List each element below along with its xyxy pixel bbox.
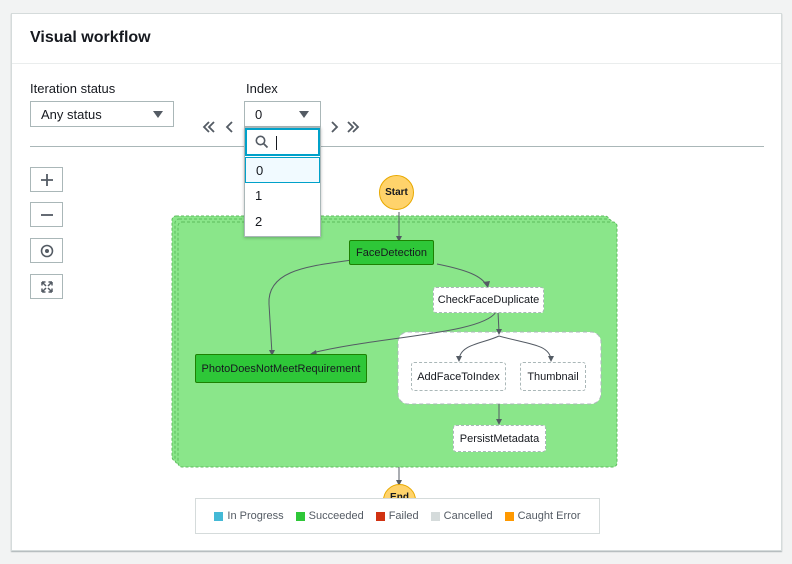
divider: [30, 146, 764, 147]
iteration-status-select[interactable]: Any status: [30, 101, 174, 127]
iteration-status-label: Iteration status: [30, 81, 116, 96]
chevron-left-icon: [225, 121, 233, 133]
visual-workflow-panel: Visual workflow Iteration status Any sta…: [11, 13, 782, 551]
center-view-button[interactable]: [30, 238, 63, 263]
caret-down-icon: [153, 111, 163, 118]
expand-icon: [40, 280, 53, 293]
legend-swatch: [430, 511, 440, 521]
zoom-out-button[interactable]: [30, 202, 63, 227]
state-thumbnail[interactable]: Thumbnail: [520, 362, 586, 391]
legend-label: Succeeded: [308, 510, 364, 522]
state-check-face-duplicate[interactable]: CheckFaceDuplicate: [433, 287, 544, 313]
legend-item-succeeded: Succeeded: [295, 510, 364, 522]
previous-iteration-button[interactable]: [223, 117, 237, 137]
legend-item-cancelled: Cancelled: [430, 510, 493, 522]
fit-view-button[interactable]: [30, 274, 63, 299]
first-iteration-button[interactable]: [201, 117, 217, 137]
index-select[interactable]: 0: [244, 101, 321, 127]
panel-header: Visual workflow: [12, 14, 781, 64]
legend-item-failed: Failed: [375, 510, 419, 522]
legend-swatch: [295, 511, 305, 521]
iteration-status-value: Any status: [41, 107, 102, 122]
legend-label: In Progress: [227, 510, 284, 522]
legend-swatch: [504, 511, 514, 521]
state-face-detection[interactable]: FaceDetection: [349, 240, 434, 265]
state-add-face-to-index[interactable]: AddFaceToIndex: [411, 362, 506, 391]
caret-down-icon: [299, 111, 309, 118]
index-option-0[interactable]: 0: [245, 157, 320, 183]
double-chevron-right-icon: [347, 121, 360, 133]
legend-label: Cancelled: [443, 510, 493, 522]
next-iteration-button[interactable]: [327, 117, 341, 137]
index-search-input[interactable]: [245, 128, 320, 156]
legend-item-caught-error: Caught Error: [504, 510, 581, 522]
index-option-2[interactable]: 2: [255, 214, 263, 229]
text-cursor: [276, 136, 277, 150]
chevron-right-icon: [331, 121, 339, 133]
double-chevron-left-icon: [202, 121, 215, 133]
index-value: 0: [255, 107, 263, 122]
legend-label: Caught Error: [517, 510, 581, 522]
search-icon: [255, 135, 269, 149]
status-legend: In Progress Succeeded Failed Cancelled C…: [195, 498, 600, 534]
minus-icon: [40, 213, 53, 216]
target-icon: [40, 244, 53, 257]
state-persist-metadata[interactable]: PersistMetadata: [453, 425, 546, 452]
plus-icon: [40, 173, 53, 186]
index-dropdown-menu: 0 1 2: [244, 127, 321, 237]
panel-title: Visual workflow: [30, 29, 151, 46]
index-option-1[interactable]: 1: [255, 188, 263, 203]
legend-swatch: [375, 511, 385, 521]
legend-swatch: [214, 511, 224, 521]
legend-label: Failed: [388, 510, 419, 522]
state-photo-does-not-meet-requirement[interactable]: PhotoDoesNotMeetRequirement: [195, 354, 367, 383]
zoom-in-button[interactable]: [30, 167, 63, 192]
legend-item-in-progress: In Progress: [214, 510, 284, 522]
workflow-graph: [171, 212, 618, 486]
index-label: Index: [246, 81, 278, 96]
last-iteration-button[interactable]: [345, 117, 361, 137]
start-state[interactable]: Start: [379, 175, 414, 210]
